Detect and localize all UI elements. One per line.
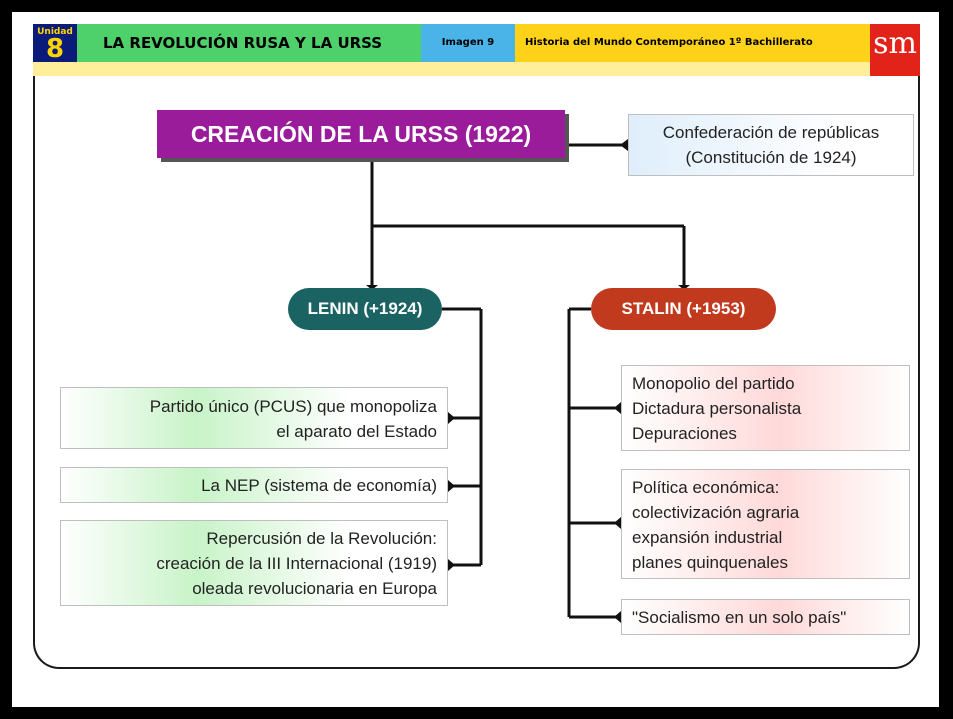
main-node: CREACIÓN DE LA URSS (1922): [157, 110, 565, 158]
confederation-line-2: (Constitución de 1924): [685, 148, 857, 167]
stalin-item-party-line-2: Dictadura personalista: [632, 399, 802, 418]
lenin-node: LENIN (+1924): [288, 288, 442, 330]
stalin-item-party-line-1: Monopolio del partido: [632, 374, 795, 393]
stalin-item-socialism-line-1: "Socialismo en un solo país": [632, 608, 847, 627]
lenin-item-international-line-1: Repercusión de la Revolución:: [206, 529, 437, 548]
content-panel: [33, 24, 920, 669]
stalin-item-socialism: "Socialismo en un solo país": [621, 599, 910, 635]
stalin-item-economy-line-3: expansión industrial: [632, 528, 783, 547]
header-band-left: [33, 62, 77, 76]
stalin-item-economy-line-1: Política económica:: [632, 478, 780, 497]
lenin-item-international: Repercusión de la Revolución: creación d…: [60, 520, 448, 606]
confederation-box: Confederación de repúblicas (Constitució…: [628, 114, 914, 176]
stalin-item-party: Monopolio del partido Dictadura personal…: [621, 365, 910, 451]
lenin-item-party-line-1: Partido único (PCUS) que monopoliza: [149, 397, 437, 416]
lenin-item-nep: La NEP (sistema de economía): [60, 467, 448, 503]
unit-label: Unidad: [37, 27, 73, 37]
lenin-item-party: Partido único (PCUS) que monopoliza el a…: [60, 387, 448, 449]
brand-logo: sm: [870, 24, 920, 76]
lenin-item-international-line-3: oleada revolucionaria en Europa: [192, 579, 437, 598]
unit-number: 8: [45, 34, 65, 64]
stalin-item-economy: Política económica: colectivización agra…: [621, 469, 910, 579]
confederation-line-1: Confederación de repúblicas: [662, 123, 880, 142]
stalin-item-economy-line-4: planes quinquenales: [632, 553, 788, 572]
lenin-item-party-line-2: el aparato del Estado: [276, 422, 437, 441]
stalin-node: STALIN (+1953): [591, 288, 776, 330]
lenin-item-nep-line-1: La NEP (sistema de economía): [201, 476, 437, 495]
lenin-item-international-line-2: creación de la III Internacional (1919): [156, 554, 437, 573]
stalin-item-economy-line-2: colectivización agraria: [632, 503, 800, 522]
stalin-item-party-line-3: Depuraciones: [632, 424, 737, 443]
header-band: [77, 62, 870, 76]
